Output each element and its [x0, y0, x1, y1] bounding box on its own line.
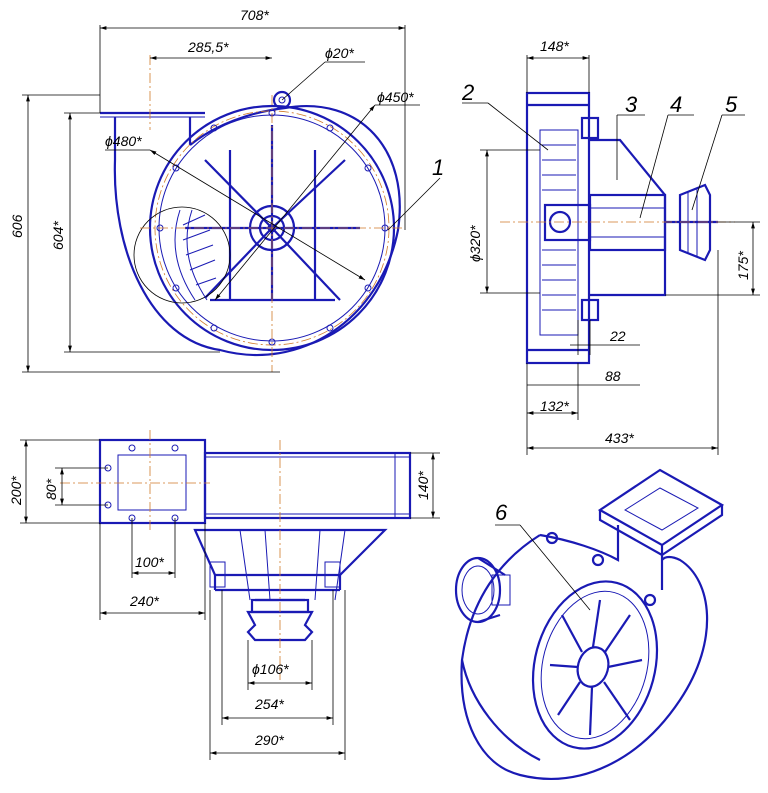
callout-5: 6: [495, 500, 508, 525]
callout-3: 3: [625, 92, 638, 117]
dim-80: 80*: [43, 478, 59, 500]
dim-604: 604*: [50, 221, 66, 250]
callout-6: 4: [670, 92, 682, 117]
dim-175: 175*: [735, 251, 751, 280]
inlet-grille: [549, 599, 643, 736]
dim-148: 148*: [540, 38, 569, 54]
dim-22: 22: [609, 328, 626, 344]
dim-290: 290*: [254, 732, 284, 748]
dim-606: 606: [9, 214, 25, 238]
isometric-view: [454, 468, 725, 780]
iso-callout: 6: [495, 500, 591, 611]
dim-200: 200*: [8, 476, 24, 506]
top-view: [60, 430, 412, 680]
impeller-stripes: [542, 144, 576, 311]
dim-254: 254*: [254, 696, 284, 712]
front-view: [100, 55, 405, 372]
top-dimensions: 200* 80* 140* 100* 240* ϕ106* 254* 290*: [8, 439, 440, 760]
callout-1: 1: [432, 155, 444, 180]
dim-285-5: 285,5*: [187, 39, 229, 55]
dim-d20: ϕ20*: [325, 45, 354, 61]
front-dimensions: 708* 285,5* ϕ20* ϕ450* ϕ480* 606 604* 1: [9, 7, 444, 373]
side-view: [500, 91, 735, 365]
callout-4: 5: [725, 92, 738, 117]
dim-140: 140*: [415, 471, 431, 500]
impeller: [185, 125, 360, 302]
side-dimensions: 148* ϕ320* 175* 22 88 132* 433* 2 3 4: [461, 38, 760, 455]
dim-240: 240*: [129, 593, 159, 609]
dim-d480: ϕ480*: [105, 133, 142, 149]
dim-d106: ϕ106*: [252, 661, 289, 677]
dim-132: 132*: [540, 398, 569, 414]
dim-100: 100*: [135, 554, 164, 570]
callout-2: 2: [461, 80, 474, 105]
dim-d450: ϕ450*: [377, 89, 414, 105]
dim-433: 433*: [605, 430, 634, 446]
dim-708: 708*: [240, 7, 269, 23]
dim-88: 88: [605, 368, 621, 384]
dim-d320: ϕ320*: [467, 225, 483, 262]
